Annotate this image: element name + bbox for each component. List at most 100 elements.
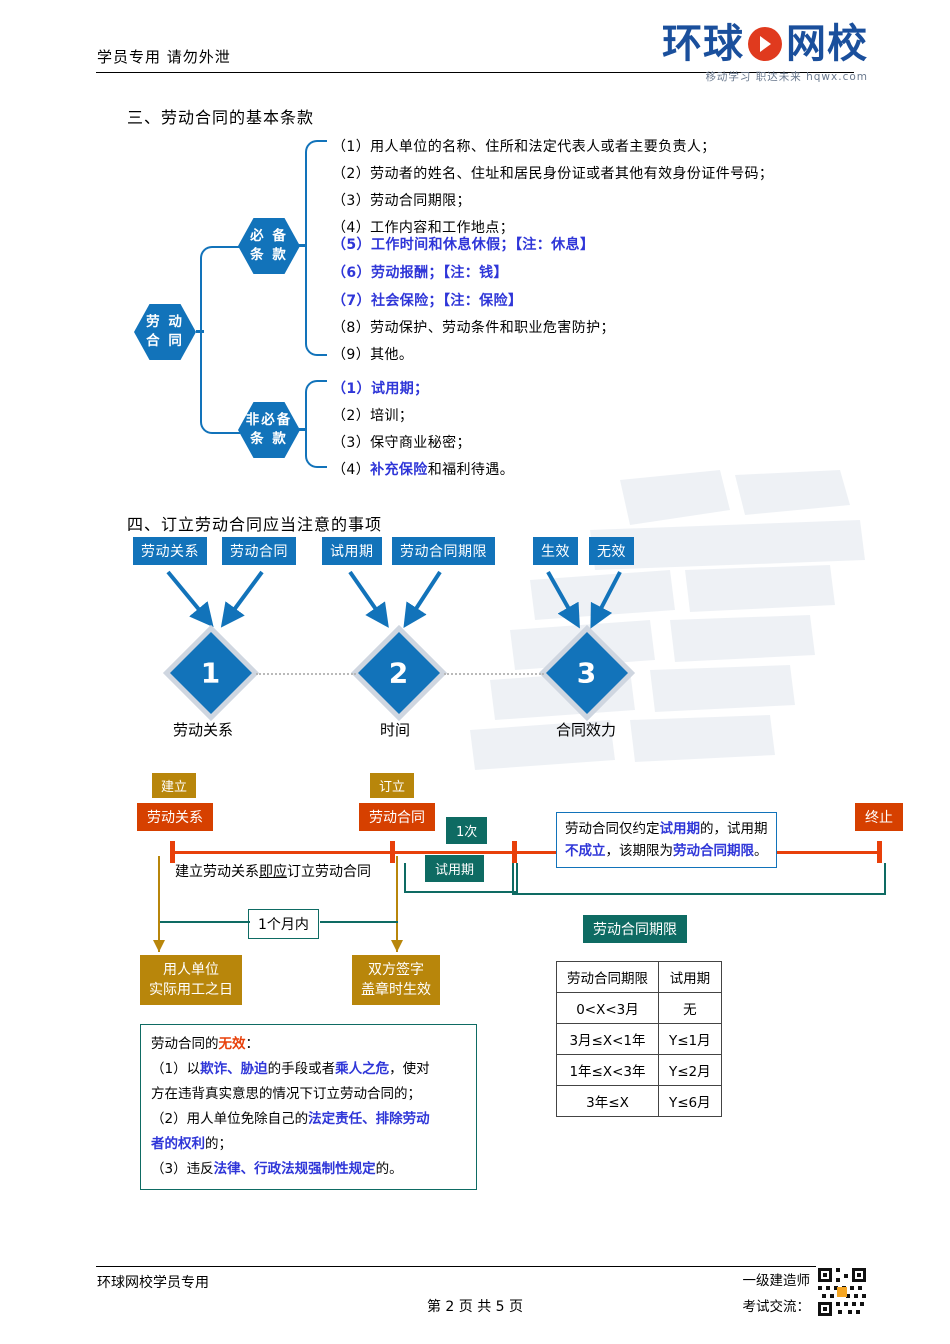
required-stub <box>299 244 307 247</box>
invalid-line-4: 者的权利的； <box>151 1132 466 1157</box>
item-number: （2） <box>332 408 371 424</box>
tag-effective: 生效 <box>533 537 578 565</box>
note-text: ，该期限为 <box>605 843 674 859</box>
probation-table: 劳动合同期限 试用期 0<X<3月 无 3月≤X<1年 Y≤1月 1年≤X<3年… <box>556 961 722 1117</box>
teal-box-contract-term: 劳动合同期限 <box>583 915 687 943</box>
invalid-text: ，使对 <box>389 1061 430 1077</box>
gold-drop-mid <box>396 856 398 952</box>
step-label-1: 劳动关系 <box>173 721 234 739</box>
required-item-5: （5）工作时间和休息休假；【注：休息】 <box>332 234 594 254</box>
item-number: （2） <box>332 166 371 182</box>
section4-title: 四、订立劳动合同应当注意的事项 <box>127 515 383 534</box>
step-number: 1 <box>201 656 221 690</box>
invalid-text: 免除自己的 <box>240 1111 309 1127</box>
play-icon <box>748 27 782 61</box>
gold-arrowheads <box>153 940 403 952</box>
invalid-highlight: 者的权利 <box>151 1136 205 1152</box>
header-divider <box>96 72 854 73</box>
mindmap-optional-node: 非必备 条 款 <box>238 402 300 458</box>
table-row: 0<X<3月 无 <box>556 992 722 1024</box>
note-text: 。 <box>754 843 768 859</box>
optional-item-1: （1）试用期； <box>332 378 429 398</box>
gold-box-line1: 用人单位 <box>163 962 219 978</box>
tag-probation: 试用期 <box>322 537 382 565</box>
note-highlight: 试用期 <box>659 821 701 837</box>
item-text: 劳动保护、劳动条件和职业危害防护； <box>370 320 615 336</box>
optional-line1: 非必备 <box>245 412 293 428</box>
item-number: （3） <box>332 193 371 209</box>
table-cell: 无 <box>658 992 722 1024</box>
table-cell: 1年≤X<3年 <box>556 1054 659 1086</box>
tag-labor-contract: 劳动合同 <box>222 537 296 565</box>
invalid-num: （2） <box>151 1111 187 1127</box>
invalid-highlight: 法定责任、排除劳动 <box>308 1111 430 1127</box>
gold-box-line2: 实际用工之日 <box>149 982 233 998</box>
contract-term-bracket <box>512 863 886 895</box>
item-number: （1） <box>332 381 371 397</box>
timeline-tick-4 <box>877 841 882 863</box>
root-branch-connector <box>200 246 240 434</box>
table-cell: 0<X<3月 <box>556 992 659 1024</box>
table-cell: Y≤1月 <box>658 1023 722 1055</box>
timeline-tick-2 <box>390 841 395 863</box>
table-header-row: 劳动合同期限 试用期 <box>556 961 722 993</box>
table-row: 3月≤X<1年 Y≤1月 <box>556 1023 722 1055</box>
invalid-line-1: （1）以欺诈、胁迫的手段或者乘人之危，使对 <box>151 1057 466 1082</box>
invalid-text: 用人单位 <box>186 1111 241 1127</box>
item-text: 试用期； <box>370 381 429 397</box>
mid-text-a: 建立劳动关系 <box>175 864 259 880</box>
optional-item-3: （3）保守商业秘密； <box>332 432 471 452</box>
item-number: （4） <box>332 462 371 478</box>
tag-contract-term: 劳动合同期限 <box>392 537 495 565</box>
table-cell: 3年≤X <box>556 1085 659 1117</box>
probation-bracket <box>404 863 518 893</box>
note-text: 劳动合同 <box>565 821 619 837</box>
required-line2: 条 款 <box>250 247 288 263</box>
step-connector-2-3 <box>444 673 544 675</box>
invalid-text: 劳动合同的 <box>151 1036 219 1052</box>
item-number: （7） <box>332 293 371 309</box>
item-number: （4） <box>332 220 371 236</box>
optional-line2: 条 款 <box>250 431 288 447</box>
invalid-highlight: 乘人之危 <box>335 1061 390 1077</box>
invalid-contract-box: 劳动合同的无效： （1）以欺诈、胁迫的手段或者乘人之危，使对 方在违背真实意思的… <box>140 1024 477 1190</box>
optional-list-connector <box>305 380 327 468</box>
item-text: 劳动合同期限； <box>370 193 471 209</box>
root-line2: 合 同 <box>146 333 184 349</box>
item-text: 用人单位的名称、住所和法定代表人或者主要负责人； <box>370 139 716 155</box>
required-item-9: （9）其他。 <box>332 344 413 364</box>
footer-left: 环球网校学员专用 <box>97 1275 209 1291</box>
gold-drop-left <box>158 856 160 952</box>
step-number: 2 <box>389 656 409 690</box>
tag-labor-relation: 劳动关系 <box>133 537 207 565</box>
invalid-num: （1） <box>151 1061 187 1077</box>
required-item-4: （4）工作内容和工作地点； <box>332 217 514 237</box>
one-month-line-right <box>320 921 398 923</box>
required-item-7: （7）社会保险；【注：保险】 <box>332 290 522 310</box>
note-text: 的，试用期 <box>700 821 768 837</box>
probation-note-box: 劳动合同仅约定试用期的，试用期 不成立，该期限为劳动合同期限。 <box>556 812 777 868</box>
item-text: 培训； <box>370 408 414 424</box>
item-text: 劳动者的姓名、住址和居民身份证或者其他有效身份证件号码； <box>370 166 774 182</box>
gold-box-line1: 双方签字 <box>368 962 424 978</box>
one-month-box: 1个月内 <box>248 909 319 939</box>
invalid-text: 违反 <box>186 1161 214 1177</box>
invalid-line-5: （3）违反法律、行政法规强制性规定的。 <box>151 1157 466 1182</box>
red-box-labor-relation: 劳动关系 <box>137 803 213 831</box>
gold-box-line2: 盖章时生效 <box>361 982 431 998</box>
item-text: 工作内容和工作地点； <box>370 220 515 236</box>
tag-invalid: 无效 <box>589 537 634 565</box>
section4-arrows <box>166 570 622 629</box>
invalid-text: ： <box>245 1036 260 1052</box>
table-header-cell: 试用期 <box>658 961 722 993</box>
table-cell: Y≤6月 <box>658 1085 722 1117</box>
table-header-cell: 劳动合同期限 <box>556 961 659 993</box>
invalid-num: （3） <box>151 1161 187 1177</box>
invalid-line-2: 方在违背真实意思的情况下订立劳动合同的； <box>151 1086 421 1102</box>
red-box-terminate: 终止 <box>855 803 903 831</box>
item-number: （3） <box>332 435 371 451</box>
item-text: 和福利待遇。 <box>427 462 515 478</box>
required-list-connector <box>305 140 327 356</box>
table-cell: 3月≤X<1年 <box>556 1023 659 1055</box>
